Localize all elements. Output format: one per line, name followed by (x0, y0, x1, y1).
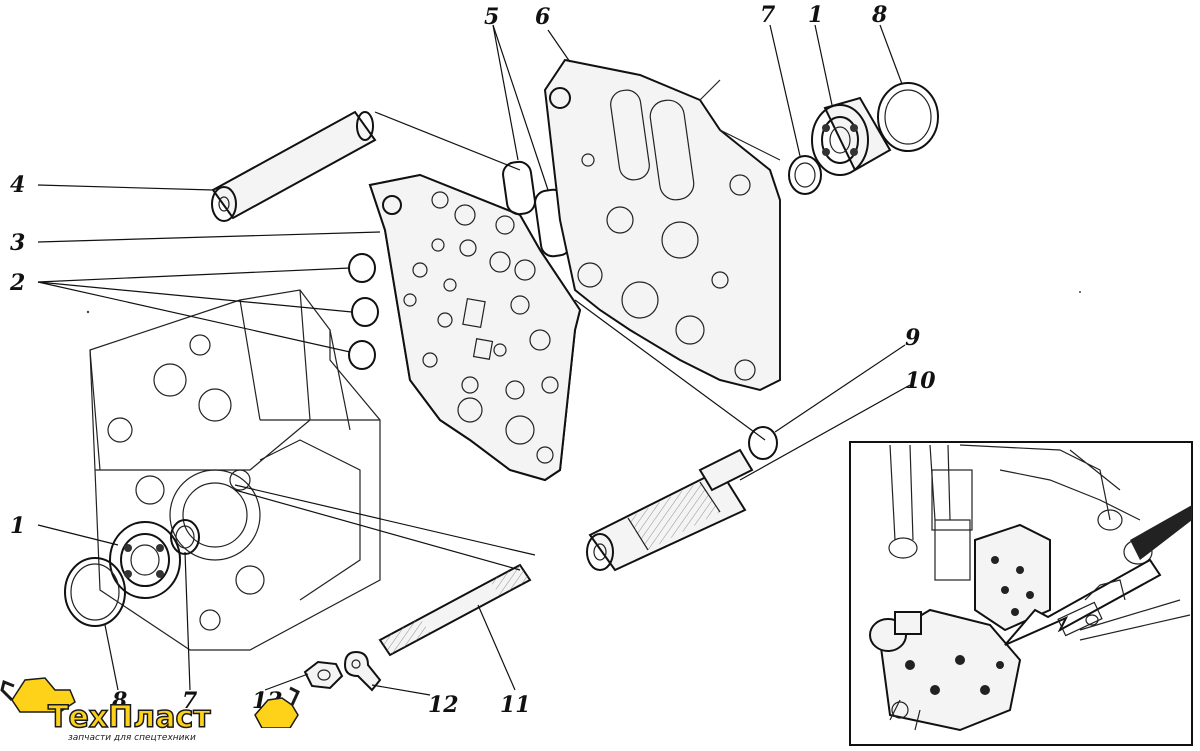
ring-9 (748, 426, 778, 460)
nut-13-hole (317, 669, 331, 681)
ring-8-top (877, 82, 939, 152)
brand-name: ТехПласт (48, 700, 211, 735)
callout-10: 10 (905, 368, 936, 394)
shaft-10 (586, 448, 754, 572)
callout-7-bottom: 7 (182, 688, 198, 714)
pipe-4 (211, 110, 377, 222)
seal-5a (502, 160, 536, 216)
seal-7-top (788, 155, 822, 195)
ring-8-top-inner (884, 89, 932, 145)
callout-1-left: 1 (10, 513, 25, 539)
brand-tagline: запчасти для спецтехники (68, 733, 196, 743)
bearing-top (811, 96, 892, 176)
callout-9: 9 (905, 325, 920, 351)
plate-6 (543, 58, 781, 392)
callout-7-top: 7 (760, 2, 776, 28)
o-ring-2b (351, 297, 379, 327)
callout-2: 2 (9, 270, 25, 296)
brand-logo: ТехПласт запчасти для спецтехники (0, 677, 300, 748)
ring-8-bottom (64, 557, 126, 627)
dust-dot (86, 310, 90, 314)
stud-11 (378, 563, 532, 657)
ring-8-bottom-inner (70, 563, 120, 621)
callout-1-top: 1 (808, 2, 823, 28)
callout-11: 11 (500, 692, 531, 718)
callout-6: 6 (535, 4, 550, 30)
leader-lines (37, 24, 911, 696)
callout-12: 12 (428, 692, 459, 718)
callout-3: 3 (10, 230, 25, 256)
washer-12-hole (351, 659, 361, 669)
callout-8-bottom: 8 (111, 688, 127, 714)
excavator-left-icon (11, 677, 76, 713)
callout-4: 4 (10, 172, 25, 198)
pump-housing (89, 289, 381, 651)
dust-dot (1079, 291, 1081, 293)
inset-installation-view (849, 441, 1193, 746)
washer-12 (343, 650, 382, 692)
o-ring-2c (348, 340, 376, 370)
seal-7-bottom-inner (175, 525, 195, 549)
seal-7-top-inner (794, 162, 816, 188)
bearing-left (109, 521, 181, 599)
nut-13 (303, 660, 344, 690)
callout-5: 5 (484, 4, 499, 30)
o-ring-2a (348, 253, 376, 283)
callouts: 5 6 7 1 8 4 3 2 9 10 1 8 7 13 12 11 (9, 2, 936, 718)
plate-3 (368, 173, 582, 482)
callout-8-top: 8 (871, 2, 887, 28)
